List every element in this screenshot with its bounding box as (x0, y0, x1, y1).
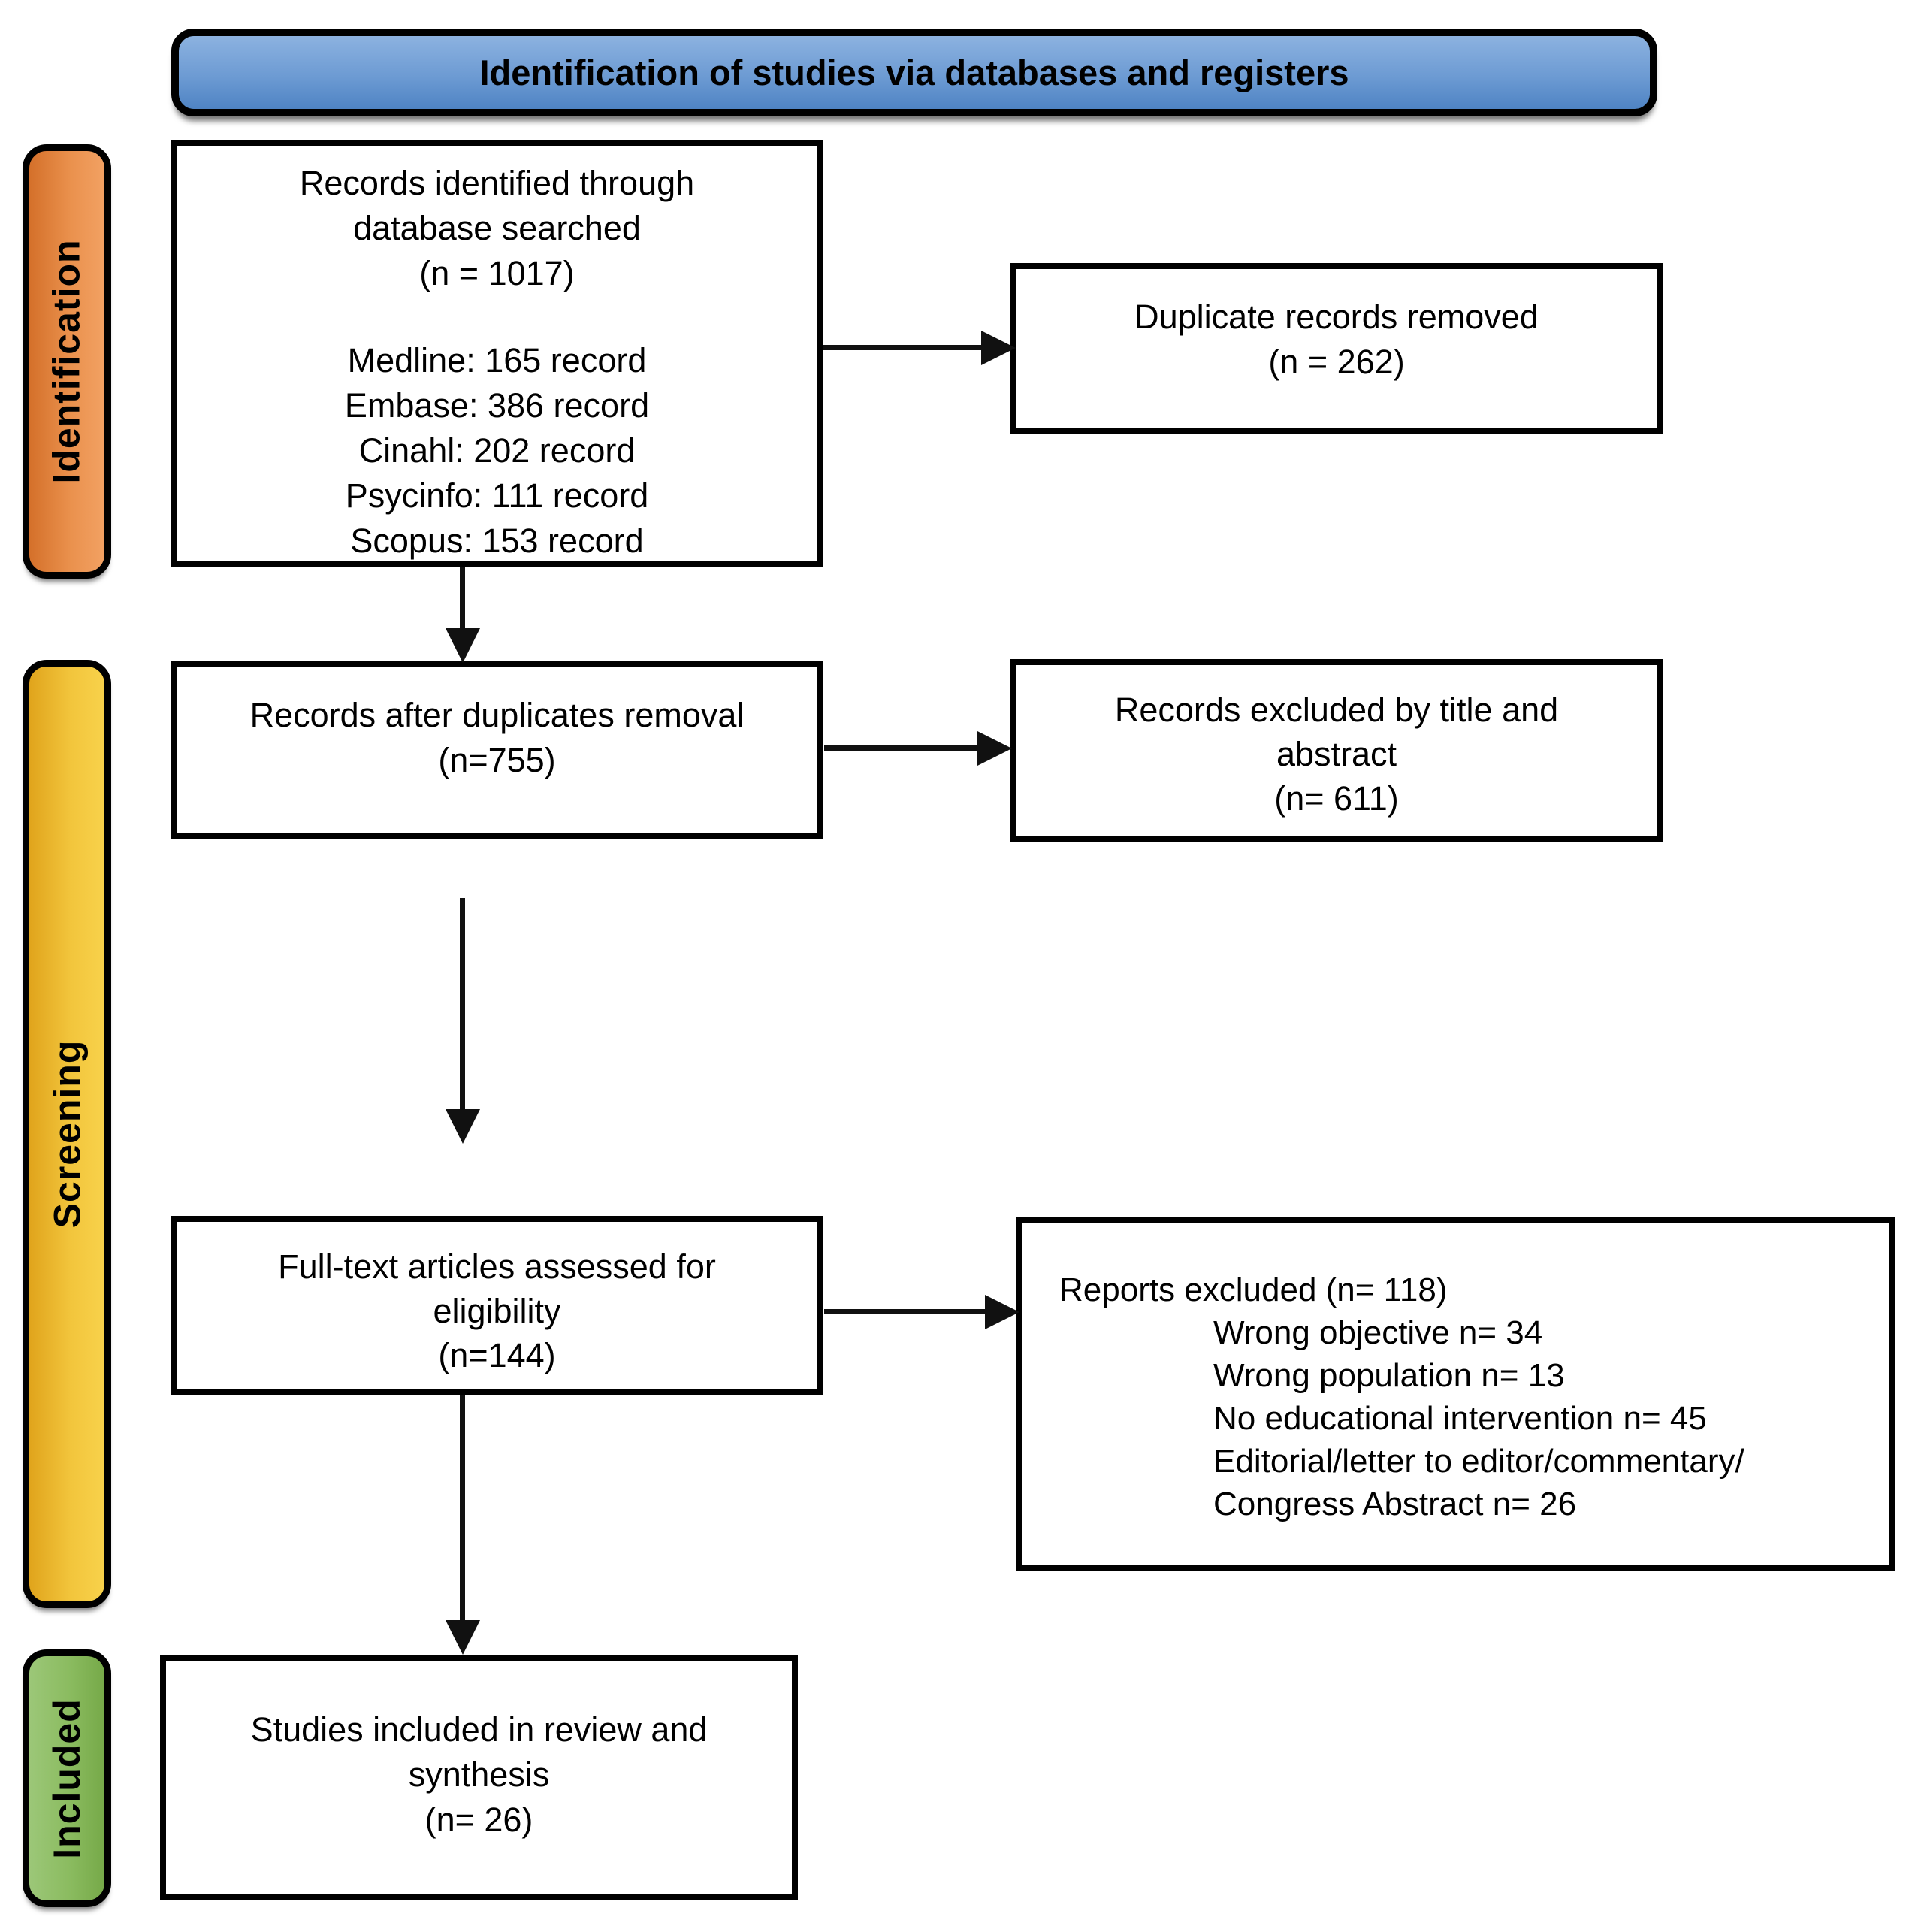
box-after-duplicates: Records after duplicates removal (n=755) (171, 661, 823, 839)
reports-excluded-title: Reports excluded (n= 118) (1059, 1271, 1448, 1308)
database-source-list: Medline: 165 record Embase: 386 record C… (177, 338, 817, 564)
exclusion-reason: Wrong objective n= 34 (1213, 1314, 1543, 1351)
fulltext-line: Full-text articles assessed for (278, 1247, 716, 1286)
box-fulltext-assessed: Full-text articles assessed for eligibil… (171, 1216, 823, 1395)
fulltext-line: eligibility (433, 1292, 561, 1330)
diagram-title: Identification of studies via databases … (479, 53, 1349, 92)
stage-bar-identification: Identification (23, 144, 111, 579)
duplicates-removed-count: (n = 262) (1268, 343, 1405, 381)
after-duplicates-line: Records after duplicates removal (249, 696, 745, 734)
excluded-title-count: (n= 611) (1274, 779, 1399, 818)
studies-included-line: Studies included in review and (250, 1710, 708, 1749)
exclusion-reason: No educational intervention n= 45 (1213, 1400, 1707, 1437)
source-embase: Embase: 386 record (344, 386, 650, 425)
stage-label-identification: Identification (46, 239, 89, 484)
box-reports-excluded: Reports excluded (n= 118) Wrong objectiv… (1016, 1217, 1895, 1571)
fulltext-count: (n=144) (438, 1336, 556, 1374)
arrow-identified-to-duplicates (823, 345, 982, 350)
box-duplicates-removed: Duplicate records removed (n = 262) (1010, 263, 1663, 434)
diagram-title-banner: Identification of studies via databases … (171, 29, 1657, 116)
box-excluded-title-abstract: Records excluded by title and abstract (… (1010, 659, 1663, 842)
arrow-fulltext-to-reports-excluded (824, 1309, 986, 1314)
stage-label-screening: Screening (46, 1039, 88, 1229)
stage-label-included: Included (46, 1698, 89, 1859)
excluded-title-line: Records excluded by title and (1114, 691, 1559, 729)
excluded-title-line: abstract (1276, 735, 1397, 773)
source-cinahl: Cinahl: 202 record (358, 431, 636, 470)
source-medline: Medline: 165 record (347, 341, 647, 379)
studies-included-count: (n= 26) (424, 1800, 533, 1839)
exclusion-reason: Editorial/letter to editor/commentary/ (1213, 1443, 1744, 1480)
arrow-after-duplicates-to-fulltext (460, 898, 465, 1110)
records-identified-line: database searched (353, 209, 641, 247)
stage-bar-included: Included (23, 1649, 111, 1907)
stage-bar-screening: Screening (23, 660, 111, 1608)
arrow-fulltext-to-included (460, 1395, 465, 1621)
source-psycinfo: Psycinfo: 111 record (345, 476, 649, 515)
box-studies-included: Studies included in review and synthesis… (160, 1655, 798, 1900)
arrow-after-duplicates-to-excluded (824, 745, 978, 751)
box-records-identified: Records identified through database sear… (171, 140, 823, 567)
exclusion-reason: Wrong population n= 13 (1213, 1357, 1565, 1394)
records-identified-line: Records identified through (299, 164, 695, 202)
source-scopus: Scopus: 153 record (350, 522, 644, 560)
after-duplicates-count: (n=755) (438, 741, 556, 779)
records-identified-count: (n = 1017) (419, 254, 575, 292)
duplicates-removed-line: Duplicate records removed (1134, 298, 1539, 336)
arrow-identified-to-after-duplicates (460, 567, 465, 629)
studies-included-line: synthesis (408, 1755, 550, 1794)
exclusion-reason: Congress Abstract n= 26 (1213, 1486, 1577, 1522)
